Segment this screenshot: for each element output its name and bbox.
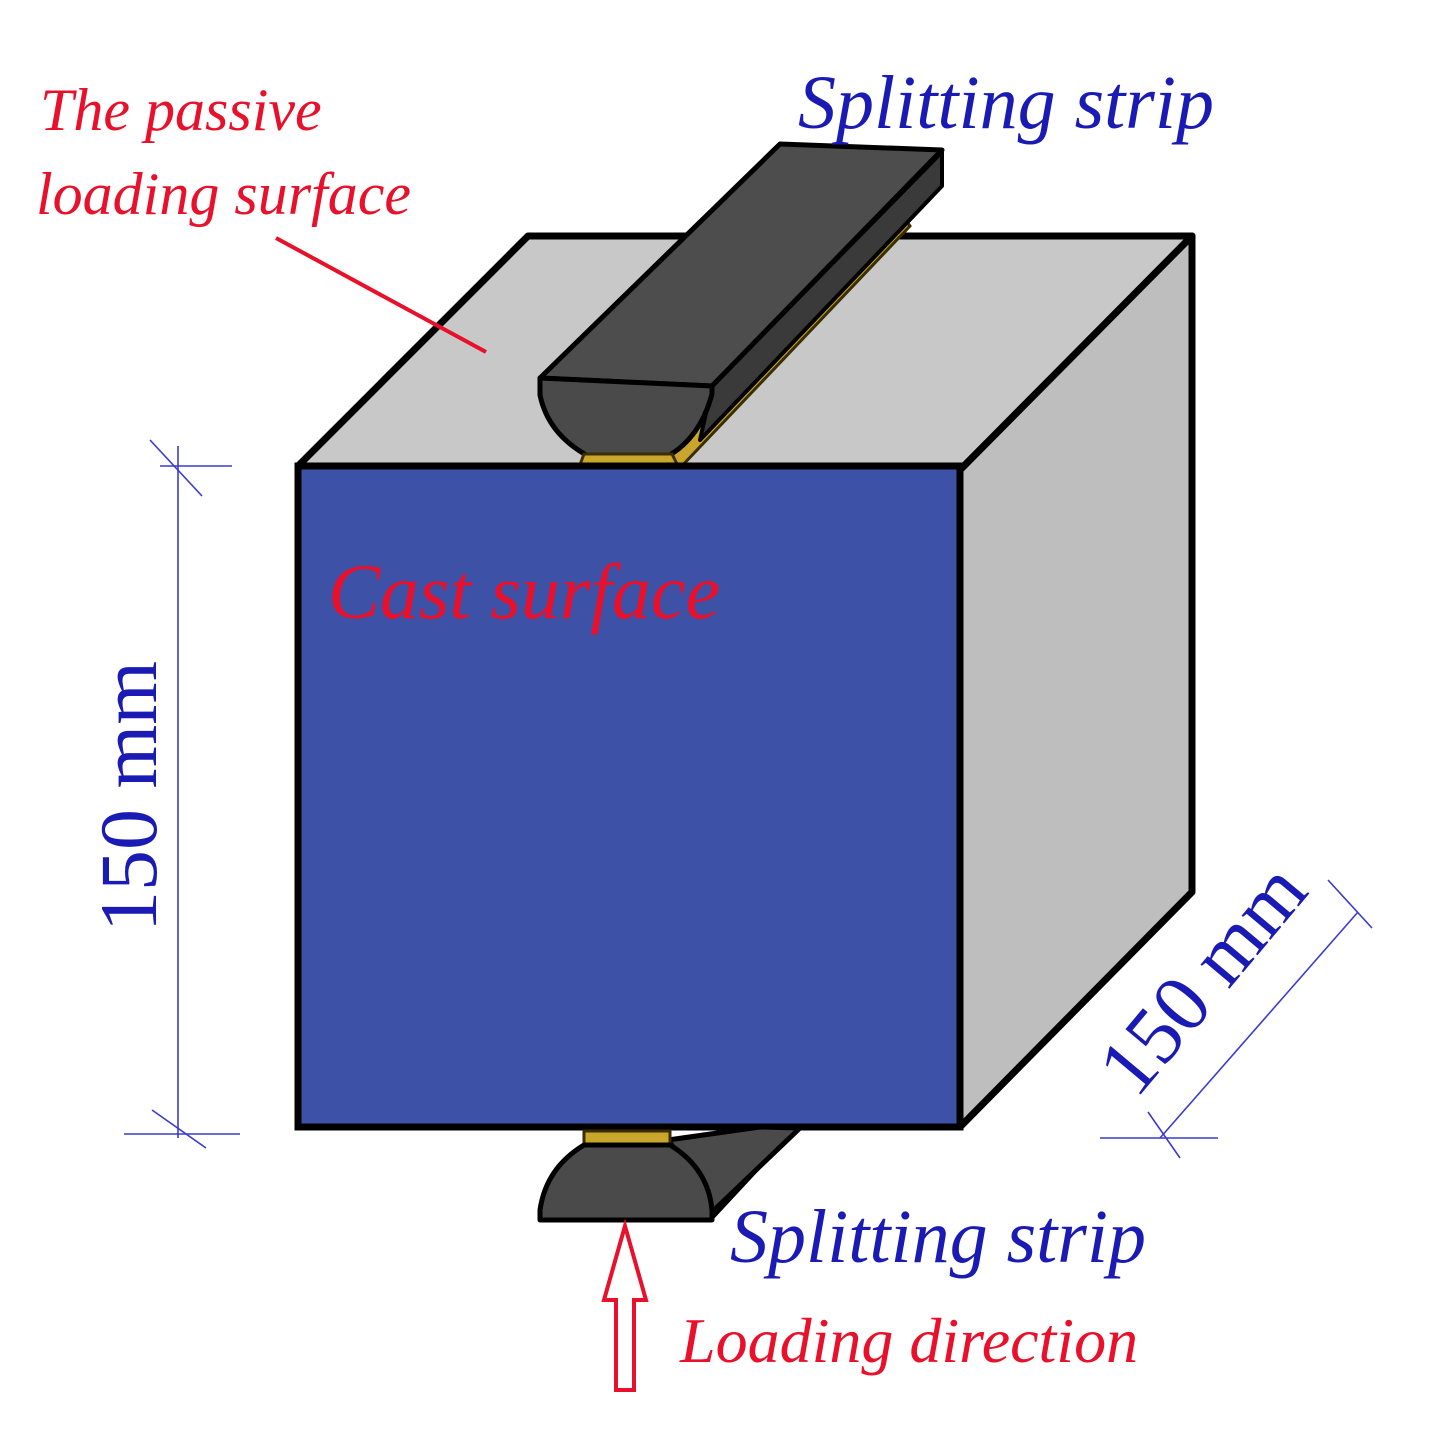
cube-front-face bbox=[294, 462, 964, 1131]
depth-dimension bbox=[1100, 879, 1373, 1159]
height-dimension bbox=[124, 439, 240, 1149]
passive-surface-leader bbox=[275, 236, 487, 354]
splitting-strip-bottom-label: Splitting strip bbox=[730, 1195, 1146, 1279]
cast-surface-label: Cast surface bbox=[328, 548, 720, 635]
loading-direction-label: Loading direction bbox=[679, 1305, 1138, 1376]
passive-surface-label-line1: The passive bbox=[40, 77, 322, 143]
splitting-strip-top-label: Splitting strip bbox=[798, 61, 1214, 145]
passive-surface-label-line2: loading surface bbox=[36, 161, 411, 227]
height-dimension-label: 150 mm bbox=[83, 661, 174, 932]
loading-arrow-icon bbox=[601, 1218, 649, 1392]
bottom-strip-end bbox=[537, 1142, 715, 1223]
